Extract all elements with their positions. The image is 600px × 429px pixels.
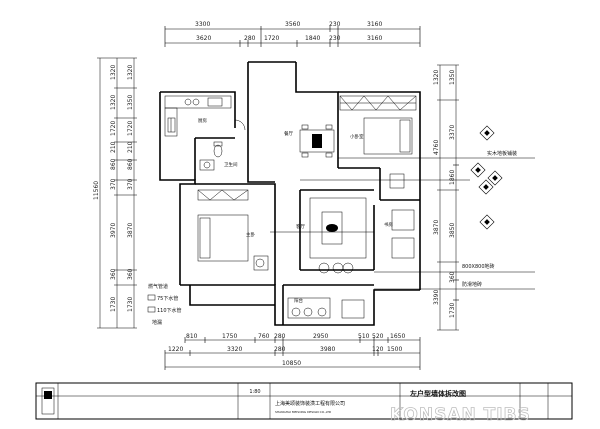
walls <box>159 61 421 326</box>
left-dim-1b: 1320 <box>110 95 117 110</box>
top-dimensions: 3300 3560 230 3160 3620 280 1720 1840 23… <box>164 21 421 47</box>
room-study: 书房 <box>384 221 393 228</box>
bot-dim-2c: 280 <box>274 346 286 353</box>
bot-dim-1d: 280 <box>274 333 286 340</box>
callouts: 实木地板铺装 800X800地砖 防滑地砖 <box>270 125 535 290</box>
top-dim-1a: 3300 <box>195 21 210 28</box>
callout-antislip: 防滑地砖 <box>462 281 482 288</box>
right-dimensions: 1320 4760 3870 3390 1350 3370 1860 3850 … <box>433 64 459 331</box>
bot-dim-2e: 120 <box>372 346 384 353</box>
right-dim-2a: 1350 <box>449 70 456 85</box>
right-dim-2c: 1860 <box>449 170 456 185</box>
bot-dim-1c: 760 <box>258 333 270 340</box>
right-dim-1a: 1320 <box>433 70 440 85</box>
study-furniture <box>391 209 415 259</box>
room-dining: 餐厅 <box>284 130 293 137</box>
bot-dim-1e: 2950 <box>313 333 328 340</box>
right-dim-2e: 360 <box>449 271 456 283</box>
top-dim-1d: 3160 <box>367 21 382 28</box>
left-dim-1d: 210 <box>110 141 117 153</box>
top-wardrobe <box>339 95 417 111</box>
legend: 燃气管道 75下水管 110下水管 地漏 <box>147 283 182 326</box>
left-dim-2j: 1730 <box>127 297 134 312</box>
left-dim-2c: 1720 <box>127 121 134 136</box>
bot-dim-2d: 3980 <box>320 346 335 353</box>
bot-dim-1b: 1750 <box>222 333 237 340</box>
living-furniture <box>309 197 367 274</box>
title-scale: 1:80 <box>249 389 260 395</box>
room-living: 客厅 <box>296 223 305 230</box>
left-dim-1i: 360 <box>110 268 117 280</box>
title-company: 上海美颂装饰装潢工程有限公司 <box>275 400 345 407</box>
right-dim-2b: 3370 <box>449 125 456 140</box>
top-dim-2d: 1840 <box>305 35 320 42</box>
room-kitchen: 厨房 <box>198 117 207 124</box>
left-dim-2a: 1320 <box>127 65 134 80</box>
left-dim-2g: 370 <box>127 178 134 190</box>
top-dim-1c: 230 <box>329 21 341 28</box>
left-dim-1c: 1720 <box>110 121 117 136</box>
legend-item-3: 地漏 <box>152 319 162 326</box>
dining-table <box>299 124 335 158</box>
left-dimensions: 11560 1320 1320 1720 210 860 370 3970 36… <box>93 57 137 329</box>
top-dim-2f: 3160 <box>367 35 382 42</box>
left-dim-1j: 1730 <box>110 297 117 312</box>
room-master: 主卧 <box>246 231 255 238</box>
title-block: 1:80 上海美颂装饰装潢工程有限公司 SHANGHAI MEISONG DES… <box>35 382 573 420</box>
left-dim-1e: 860 <box>110 158 117 170</box>
kitchen-counter <box>164 95 232 137</box>
top-dim-2c: 1720 <box>264 35 279 42</box>
right-dim-1b: 4760 <box>433 140 440 155</box>
top-dim-2b: 280 <box>244 35 256 42</box>
legend-item-2: 110下水管 <box>157 307 182 314</box>
left-dim-1a: 1320 <box>110 65 117 80</box>
left-dim-1h: 3970 <box>110 223 117 238</box>
bot-dim-2a: 1220 <box>168 346 183 353</box>
room-balcony: 阳台 <box>294 297 303 304</box>
right-dim-2d: 3850 <box>449 223 456 238</box>
left-dim-2i: 360 <box>127 268 134 280</box>
right-dim-1d: 3390 <box>433 290 440 305</box>
room-bedroom2: 小卧室 <box>350 133 364 140</box>
master-bed <box>197 189 269 271</box>
room-bath: 卫生间 <box>224 161 238 168</box>
top-dim-2a: 3620 <box>196 35 211 42</box>
bottom-dimensions: 810 1750 760 280 2950 510 520 1650 1220 … <box>164 333 421 370</box>
right-dim-1c: 3870 <box>433 220 440 235</box>
left-dim-2b: 1350 <box>127 95 134 110</box>
legend-item-1: 75下水管 <box>157 295 178 302</box>
left-dim-2d: 210 <box>127 141 134 153</box>
left-total: 11560 <box>93 181 100 200</box>
top-dim-1b: 3560 <box>285 21 300 28</box>
title-drawing-title: 左户型墙体拆改图 <box>409 389 466 398</box>
legend-title: 燃气管道 <box>148 283 168 290</box>
balcony-furniture <box>287 297 365 319</box>
left-dim-1g: 370 <box>110 178 117 190</box>
bed-2 <box>363 117 413 189</box>
title-company-en: SHANGHAI MEISONG DESIGN CO.,LTD <box>275 410 332 414</box>
left-dim-2h: 3870 <box>127 223 134 238</box>
bot-dim-1g: 520 <box>372 333 384 340</box>
callout-wood-floor: 实木地板铺装 <box>487 150 517 157</box>
bot-dim-total: 10850 <box>282 360 301 367</box>
top-dim-2e: 230 <box>329 35 341 42</box>
bot-dim-1h: 1650 <box>390 333 405 340</box>
bath-fixtures <box>199 119 246 171</box>
left-dim-2e: 860 <box>127 158 134 170</box>
callout-tile: 800X800地砖 <box>462 263 495 270</box>
right-dim-2f: 1730 <box>449 303 456 318</box>
bot-dim-1f: 510 <box>358 333 370 340</box>
bot-dim-2b: 3320 <box>227 346 242 353</box>
bot-dim-1a: 810 <box>186 333 198 340</box>
bot-dim-2f: 1500 <box>387 346 402 353</box>
watermark: KONSAN TIBS <box>390 405 531 425</box>
